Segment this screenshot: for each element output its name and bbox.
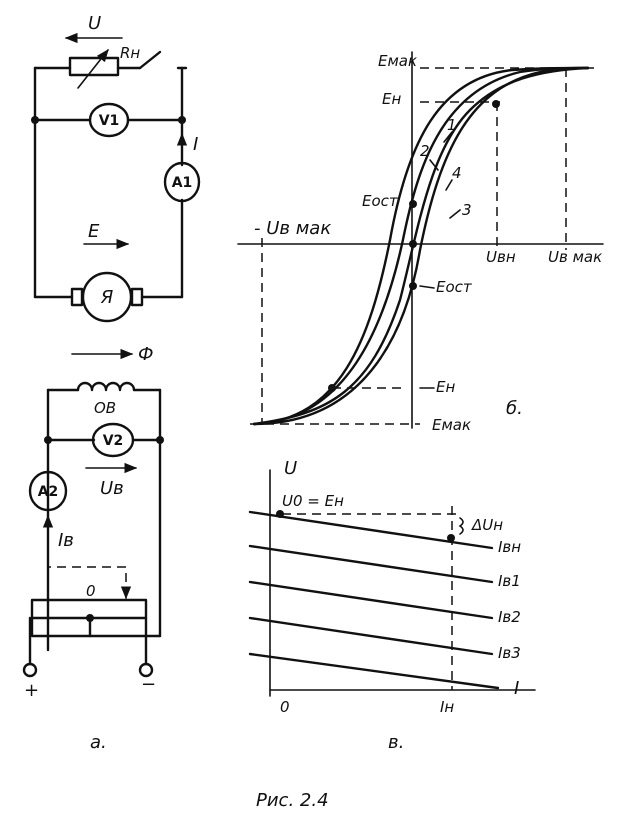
hysteresis-curve-2 [252,66,590,426]
load-line-iv3 [248,616,494,656]
plus-label: + [24,680,39,701]
emax-bottom-label: Eмак [432,416,471,434]
ammeter-a1 [163,161,201,203]
brush-left [70,287,84,307]
figure-caption: Рис. 2.4 [256,790,329,811]
en-top-label: Eн [382,90,401,108]
voltmeter-v1-label: V1 [99,113,120,129]
terminal-plus [22,662,38,678]
load-y-axis-label: U [284,458,297,479]
emax-top-label: Eмак [378,52,417,70]
curve-4-leader [445,179,453,191]
panel-c-label: в. [388,732,404,753]
delta-bracket [458,517,464,535]
point-u0 [276,510,284,518]
load-x-axis-label: I [514,678,519,699]
armature-label: Я [100,287,114,308]
brush-right [130,287,144,307]
delta-label: ΔUн [471,516,503,534]
switch-blade [138,50,162,70]
point-in [447,534,455,542]
neg-umax-label: - Uв мак [254,218,331,239]
circuit-diagram: U Rн V1 I A1 E Я Ф ОВ [22,13,201,753]
eost-bottom-label: Eост [436,278,473,296]
resistor-adjust-arrow [77,48,109,89]
hysteresis-curve-1 [252,66,590,426]
uvn-label: Uвн [486,248,516,266]
curve-1-leader [443,131,453,143]
load-line-ivn [248,510,494,550]
load-resistor [68,56,120,77]
current-label: I [193,134,198,155]
emf-label: E [88,221,100,242]
origin-label: 0 [280,698,290,716]
curve-3-leader [449,209,461,219]
field-winding-coil [76,381,136,392]
rheostat-slider-path [47,566,127,590]
ammeter-a2 [28,470,68,512]
panel-b-label: б. [506,398,523,419]
curve-4-label: 4 [452,164,462,182]
line-ivn-label: Iвн [498,538,521,556]
flux-label: Ф [138,344,154,365]
point-en-top [492,100,500,108]
load-line-iv1 [248,544,494,584]
u0-label: U0 = Eн [282,492,344,510]
en-bottom-label: Eн [436,378,455,396]
voltage-label: U [88,13,101,34]
load-line-bottom [248,652,500,690]
line-iv1-label: Iв1 [498,572,521,590]
junction-node [31,116,39,124]
point-eost-top [409,200,417,208]
voltmeter-v2-label: V2 [103,433,124,449]
umax-label: Uв мак [548,248,602,266]
curve-2-label: 2 [420,142,430,160]
curve-3-label: 3 [462,201,472,219]
junction-node [178,116,186,124]
field-current-label: Iв [58,530,74,551]
point-en-bottom [328,384,336,392]
field-voltage-label: Uв [100,478,124,499]
curve-1-label: 1 [447,116,457,134]
field-winding-label: ОВ [94,399,116,417]
line-iv2-label: Iв2 [498,608,521,626]
hysteresis-curve-3 [252,66,590,426]
junction-node [156,436,164,444]
panel-a-label: а. [90,732,107,753]
curve-2-leader [429,159,439,171]
in-label: Iн [440,698,454,716]
minus-label: − [141,674,156,695]
eost-bottom-leader [419,285,435,289]
load-characteristics-chart: U U0 = Eн ΔUн Iвн Iв1 Iв2 Iв3 I 0 Iн в. [248,458,536,753]
eost-top-label: Eост [362,192,399,210]
line-iv3-label: Iв3 [498,644,521,662]
point-eost-bottom [409,282,417,290]
load-resistor-label: Rн [120,44,140,62]
rheostat-zero-label: 0 [86,582,96,600]
ammeter-a2-label: A2 [38,484,59,500]
load-line-iv2 [248,580,494,620]
ammeter-a1-label: A1 [172,175,193,191]
hysteresis-chart: 1 2 4 3 Eмак Eн Eост - Uв мак Uвн Uв мак… [237,51,604,434]
junction-node [44,436,52,444]
terminal-minus [138,662,154,678]
point-origin [409,240,417,248]
